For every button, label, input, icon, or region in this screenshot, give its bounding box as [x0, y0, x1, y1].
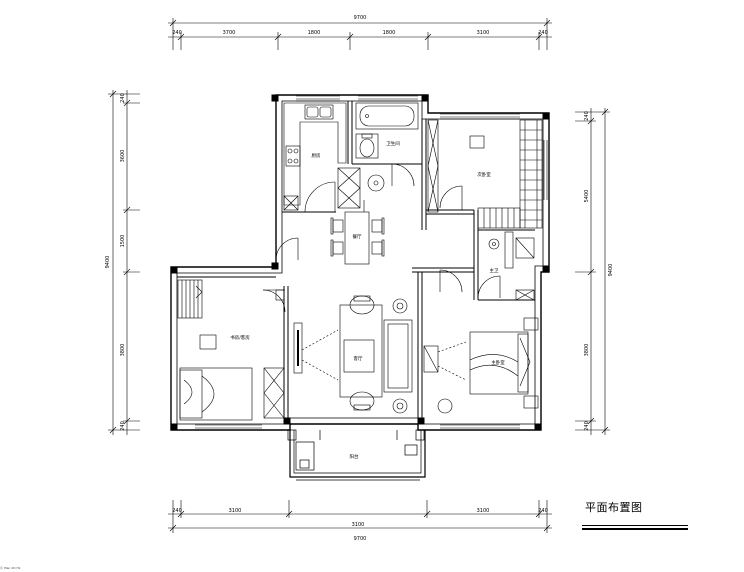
- dim-right-seg: 5400: [584, 190, 590, 203]
- right-dimension-labels: 9400 240 5400 3800 240: [584, 111, 614, 431]
- title-underline-thin: [582, 525, 688, 526]
- dim-top-seg: 1800: [383, 30, 396, 36]
- bottom-dimension-labels: 9700 240 3100 3100 3100 240: [172, 508, 548, 542]
- room-label-balcony: 阳台: [350, 453, 359, 460]
- room-labels: 厨房 卫生间 次卧室 餐厅 书房/客房 客厅 主卫 主卧室 阳台: [230, 140, 505, 460]
- dim-right-seg: 3800: [584, 344, 590, 357]
- corner-note: Ⓒ Plan 2D Hz: [0, 566, 21, 570]
- dim-bottom-seg: 240: [538, 508, 548, 514]
- bath-fixtures: [355, 102, 419, 212]
- dim-left-seg: 3800: [120, 344, 126, 357]
- right-dimension-chain: [575, 108, 610, 435]
- top-dimension-labels: 9700 240 3700 1800 1800 3100 240: [172, 15, 548, 36]
- dining-set: [275, 211, 385, 265]
- dim-left-total: 9400: [105, 256, 111, 269]
- master-bedroom-furniture: [423, 317, 539, 414]
- dim-bottom-seg: 3100: [477, 508, 490, 514]
- dim-right-total: 9400: [608, 264, 614, 277]
- dim-right-seg: 240: [584, 111, 590, 121]
- living-furniture: [301, 295, 413, 414]
- room-label-living: 客厅: [354, 355, 363, 362]
- dim-bottom-seg: 3100: [352, 522, 365, 528]
- room-label-kitchen: 厨房: [312, 152, 321, 159]
- bedroom-2-furniture: [427, 119, 543, 229]
- master-bath-fixtures: [439, 231, 535, 301]
- drawing-title: 平面布置图: [585, 501, 643, 514]
- dim-top-seg: 3100: [477, 30, 490, 36]
- left-dimension-labels: 9400 240 3600 1500 3800 240: [105, 93, 126, 431]
- dim-bottom-total: 9700: [354, 536, 367, 542]
- dim-bottom-seg: 240: [172, 508, 182, 514]
- dim-right-seg: 240: [584, 421, 590, 431]
- dim-left-seg: 1500: [120, 235, 126, 248]
- windows: [195, 95, 548, 431]
- kitchen-fixtures: [283, 102, 361, 213]
- left-dimension-chain: [108, 90, 140, 435]
- room-label-dining: 餐厅: [353, 233, 362, 240]
- interior-walls: [177, 101, 535, 418]
- bottom-dimension-chain: [168, 500, 552, 533]
- dim-left-seg: 240: [120, 421, 126, 431]
- dim-left-seg: 240: [120, 93, 126, 103]
- dim-top-total: 9700: [354, 15, 367, 21]
- dim-top-seg: 240: [538, 30, 548, 36]
- room-label-master-bath: 主卫: [490, 267, 499, 274]
- room-label-bath: 卫生间: [386, 140, 400, 147]
- dim-top-seg: 1800: [308, 30, 321, 36]
- balcony: [287, 429, 426, 481]
- study-furniture: [177, 279, 303, 421]
- room-label-bedroom-2: 次卧室: [477, 171, 491, 178]
- top-dimension-chain: [168, 18, 552, 50]
- room-label-master-bedroom: 主卧室: [491, 359, 505, 366]
- room-label-study: 书房/客房: [230, 334, 250, 341]
- dim-top-seg: 240: [172, 30, 182, 36]
- dim-left-seg: 3600: [120, 150, 126, 163]
- dim-top-seg: 3700: [223, 30, 236, 36]
- title-underline-thick: [582, 528, 688, 530]
- exterior-walls: [170, 94, 550, 431]
- dim-bottom-seg: 3100: [229, 508, 242, 514]
